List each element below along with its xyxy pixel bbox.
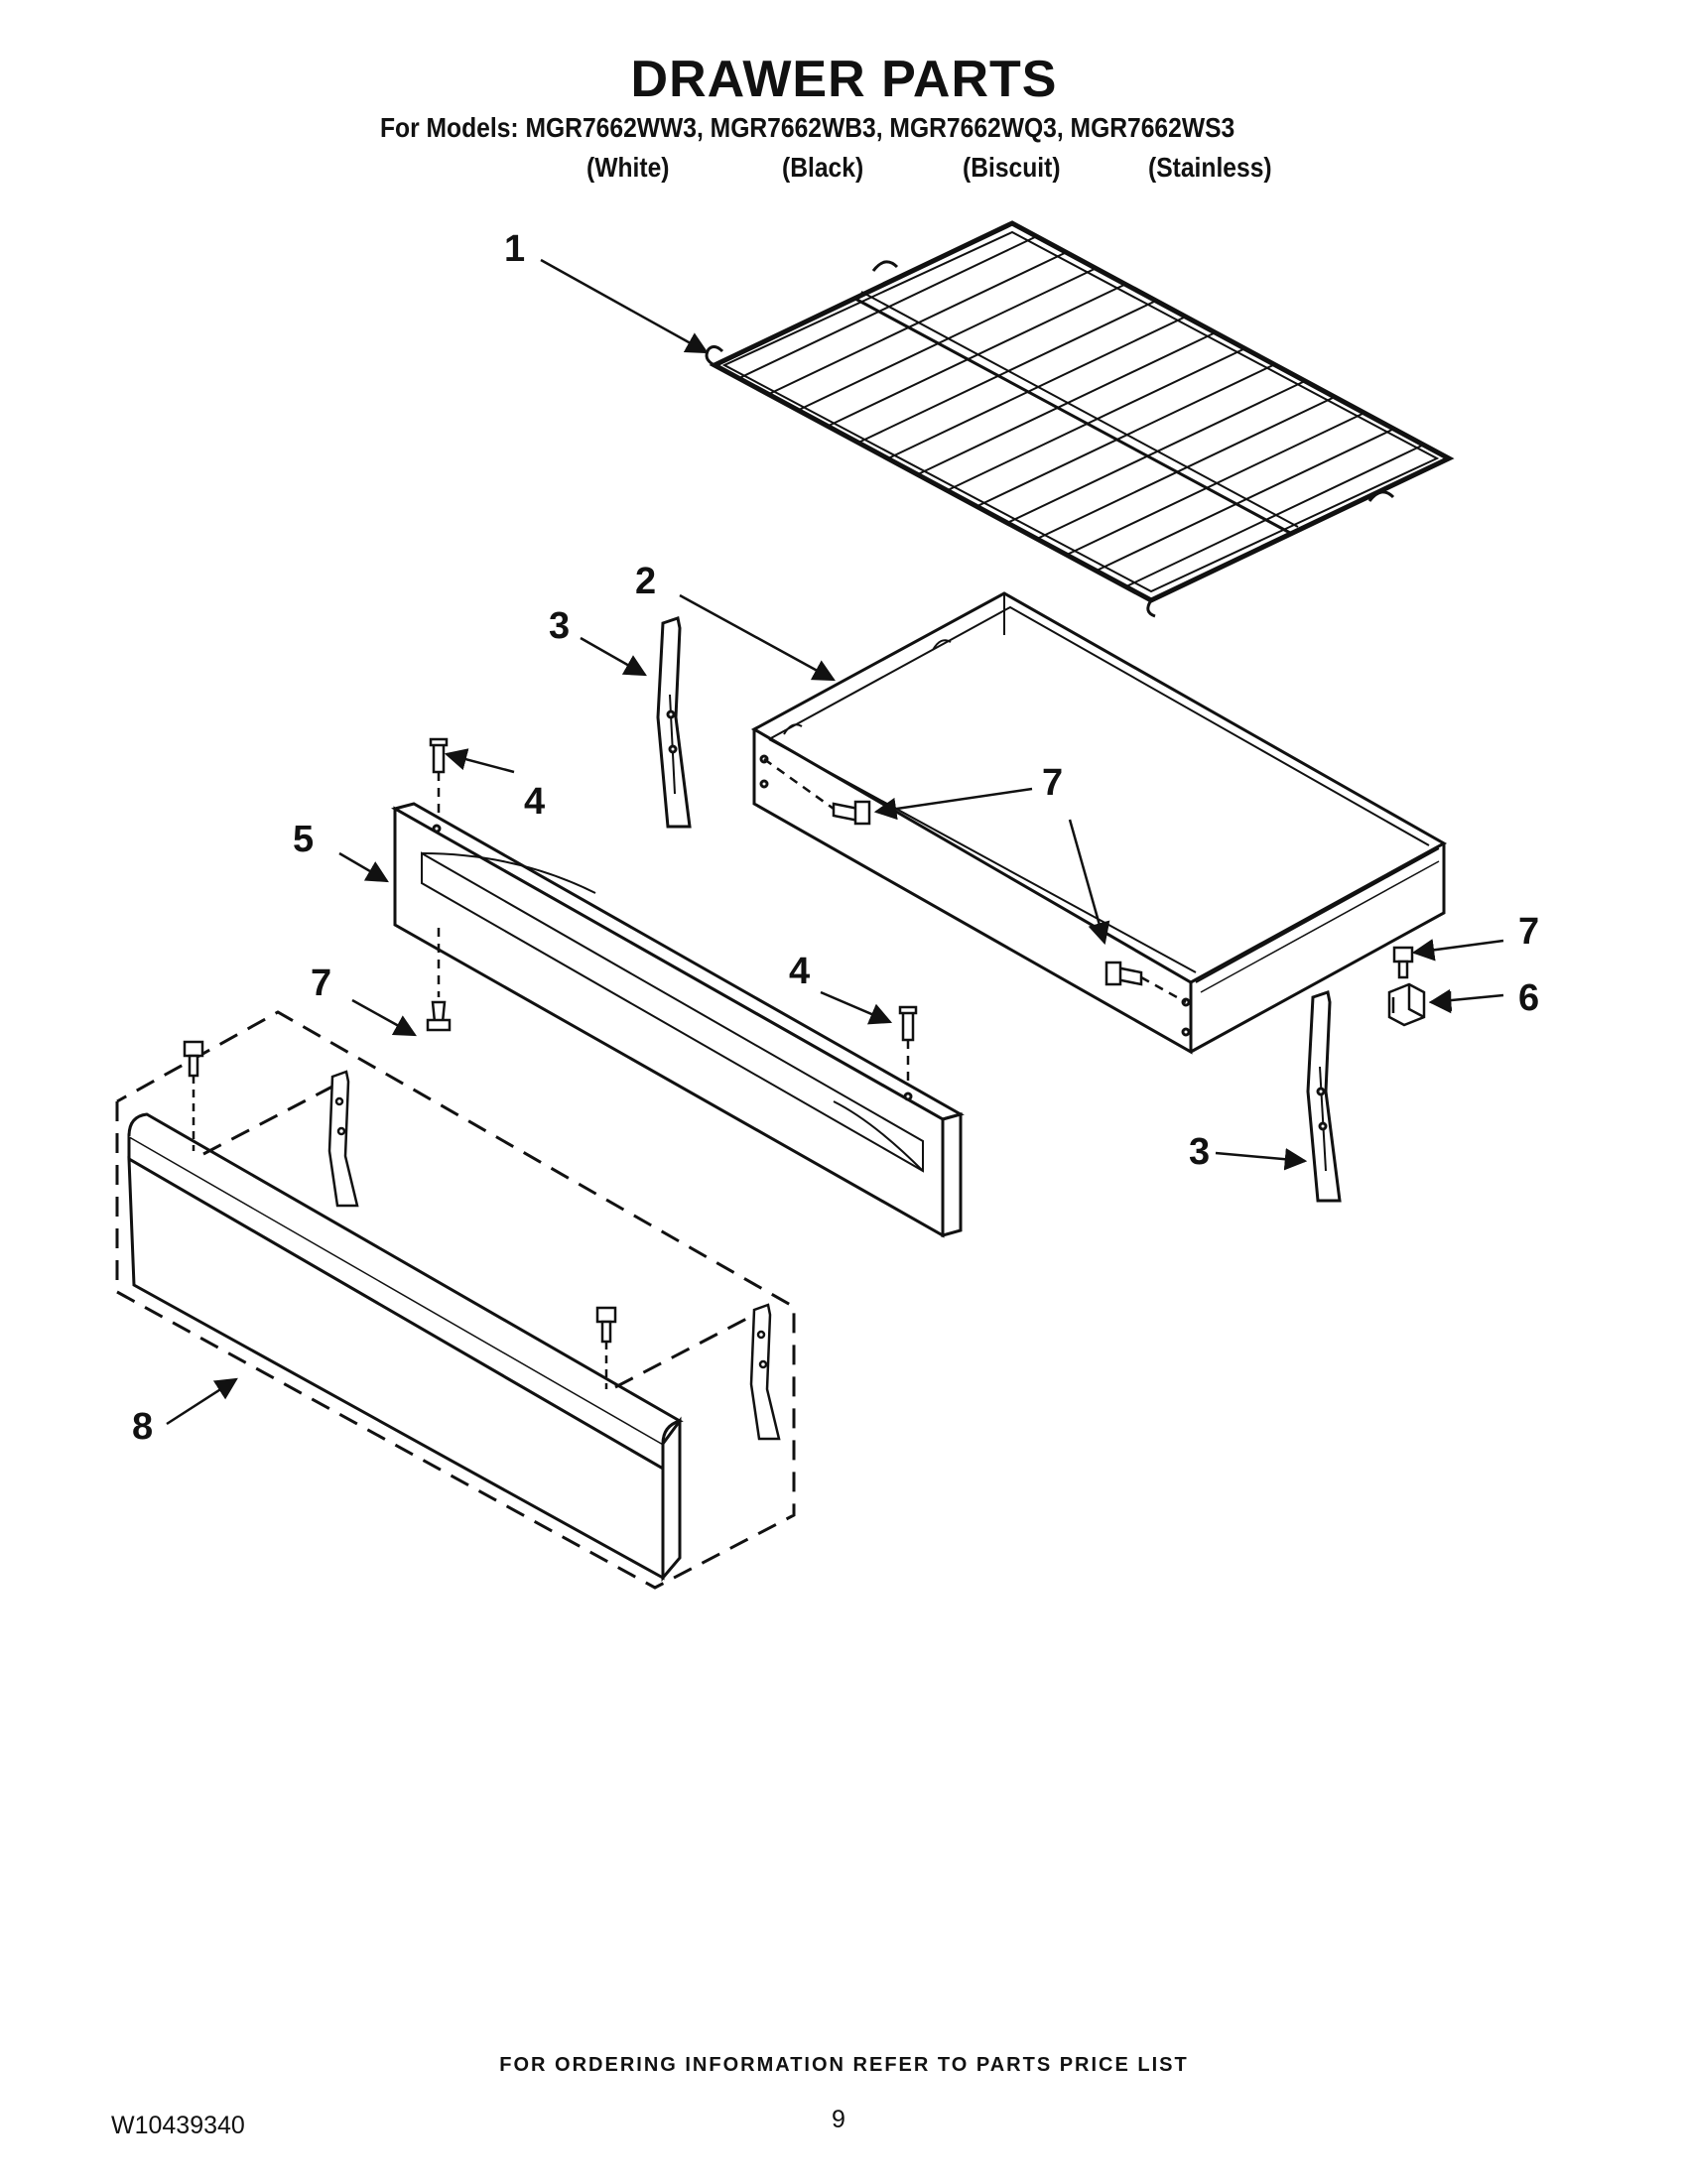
callout-3-left: 3 <box>549 605 571 647</box>
drawer-glide-right <box>1306 990 1342 1203</box>
oven-rack <box>705 220 1455 618</box>
retainer-clip <box>1387 982 1426 1027</box>
screw-drawer-mid <box>1104 961 1187 1004</box>
callout-2: 2 <box>635 561 657 602</box>
callout-4-right: 4 <box>789 951 811 992</box>
page-number: 9 <box>832 2106 845 2133</box>
drawer-body <box>750 591 1448 1055</box>
screw-panel <box>426 928 452 1032</box>
screw-drawer-left <box>763 757 871 826</box>
ordering-note: FOR ORDERING INFORMATION REFER TO PARTS … <box>499 2054 1189 2076</box>
callout-3-right: 3 <box>1189 1131 1211 1173</box>
document-number: W10439340 <box>111 2112 245 2139</box>
callout-1: 1 <box>504 228 526 270</box>
callout-6: 6 <box>1518 977 1540 1019</box>
models-line: For Models: MGR7662WW3, MGR7662WB3, MGR7… <box>380 112 1235 143</box>
callout-4-top: 4 <box>524 781 546 823</box>
mounting-stud-right <box>898 1005 918 1087</box>
callout-8: 8 <box>132 1406 154 1448</box>
variant-biscuit: (Biscuit) <box>963 152 1061 183</box>
variant-white: (White) <box>586 152 670 183</box>
drawer-glide-left <box>656 616 692 829</box>
callout-7-right: 7 <box>1518 911 1540 953</box>
variant-stainless: (Stainless) <box>1148 152 1272 183</box>
callout-7-drawer-left: 7 <box>1042 762 1064 804</box>
callout-7-panel: 7 <box>311 963 332 1004</box>
screw-right <box>1392 946 1414 979</box>
variant-black: (Black) <box>782 152 864 183</box>
mounting-stud-top <box>429 737 449 819</box>
page-title: DRAWER PARTS <box>630 51 1058 108</box>
callout-5: 5 <box>293 819 315 860</box>
drawer-front-assembly <box>115 1010 796 1590</box>
leader-lines <box>166 258 1504 1426</box>
drawer-front-panel <box>391 802 965 1238</box>
